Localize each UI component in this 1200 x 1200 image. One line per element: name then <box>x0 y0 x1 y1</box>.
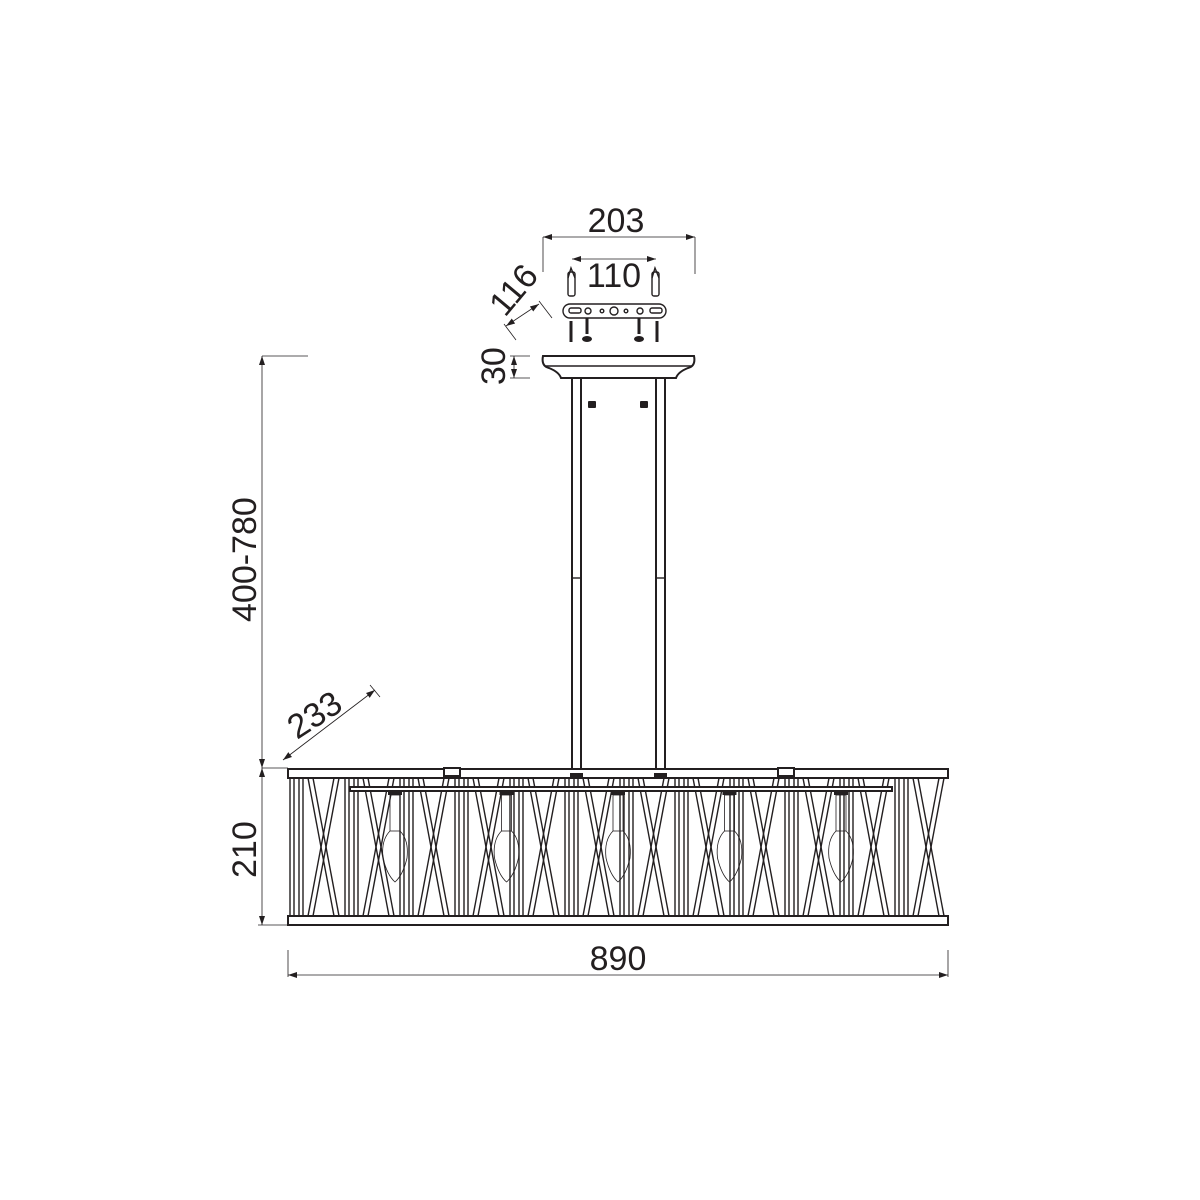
bulb-icon <box>382 791 408 883</box>
bulb-socket <box>612 794 624 832</box>
bulb-socket-cap <box>722 791 737 795</box>
cross-bar <box>472 777 500 917</box>
dimension-shade-depth: 233 <box>262 684 381 769</box>
dimension-canopy-width: 203 <box>542 202 696 274</box>
cross-bar <box>477 777 505 917</box>
cross-bar <box>422 777 450 917</box>
dim-label-30: 30 <box>475 347 513 385</box>
cross-bar <box>697 777 725 917</box>
dim-label-890: 890 <box>590 940 647 978</box>
cross-bar <box>362 777 390 917</box>
cross-bar <box>802 777 830 917</box>
bulb-socket-cap <box>611 791 625 795</box>
bulb-socket-cap <box>388 791 402 795</box>
cross-bar <box>862 777 890 917</box>
dim-label-203: 203 <box>588 202 645 240</box>
cross-bar <box>637 777 665 917</box>
cross-bar <box>692 777 720 917</box>
dim-label-400-780: 400-780 <box>226 497 264 622</box>
bulb-icon <box>493 791 520 883</box>
cross-bar <box>527 777 555 917</box>
dimension-canopy-height: 30 <box>475 347 530 385</box>
bulb-icon <box>605 791 631 883</box>
bulb-socket <box>501 794 512 832</box>
bulb-glass <box>382 830 408 883</box>
dimension-shade-height: 210 <box>226 768 288 926</box>
dim-label-210: 210 <box>226 821 264 878</box>
dimension-drop-length: 400-780 <box>226 355 308 768</box>
dim-label-116: 116 <box>482 257 546 323</box>
cross-bar <box>417 777 445 917</box>
cross-bar <box>307 777 335 917</box>
bulb-glass <box>493 830 520 883</box>
ceiling-canopy <box>541 355 696 379</box>
bulb-socket <box>389 794 401 832</box>
bulb-socket <box>724 794 735 832</box>
lamp-shade <box>287 767 949 926</box>
suspension-rods <box>571 377 666 771</box>
cross-bar <box>312 777 340 917</box>
cross-bar <box>587 777 615 917</box>
cross-bar <box>747 777 775 917</box>
cross-bar <box>917 777 945 917</box>
bulb-glass <box>828 830 854 883</box>
cross-bar <box>582 777 610 917</box>
cross-bar <box>532 777 560 917</box>
bulb-icon <box>716 791 743 883</box>
dimension-overall-width: 890 <box>287 940 949 978</box>
bulb-socket <box>835 794 847 832</box>
cross-bar <box>912 777 940 917</box>
bulb-socket-cap <box>834 791 848 795</box>
cross-bar <box>807 777 835 917</box>
dimension-mount-spacing: 110 <box>572 256 656 295</box>
dimension-canopy-depth: 116 <box>482 257 553 341</box>
cross-bar <box>642 777 670 917</box>
bulb-socket-cap <box>499 791 514 795</box>
dim-label-233: 233 <box>281 684 349 747</box>
bulb-icon <box>828 791 854 883</box>
bulb-glass <box>716 830 743 883</box>
cross-bar <box>752 777 780 917</box>
bulb-glass <box>605 830 631 883</box>
dim-label-110: 110 <box>587 257 641 295</box>
mounting-bracket <box>562 265 667 342</box>
cross-bar <box>857 777 885 917</box>
